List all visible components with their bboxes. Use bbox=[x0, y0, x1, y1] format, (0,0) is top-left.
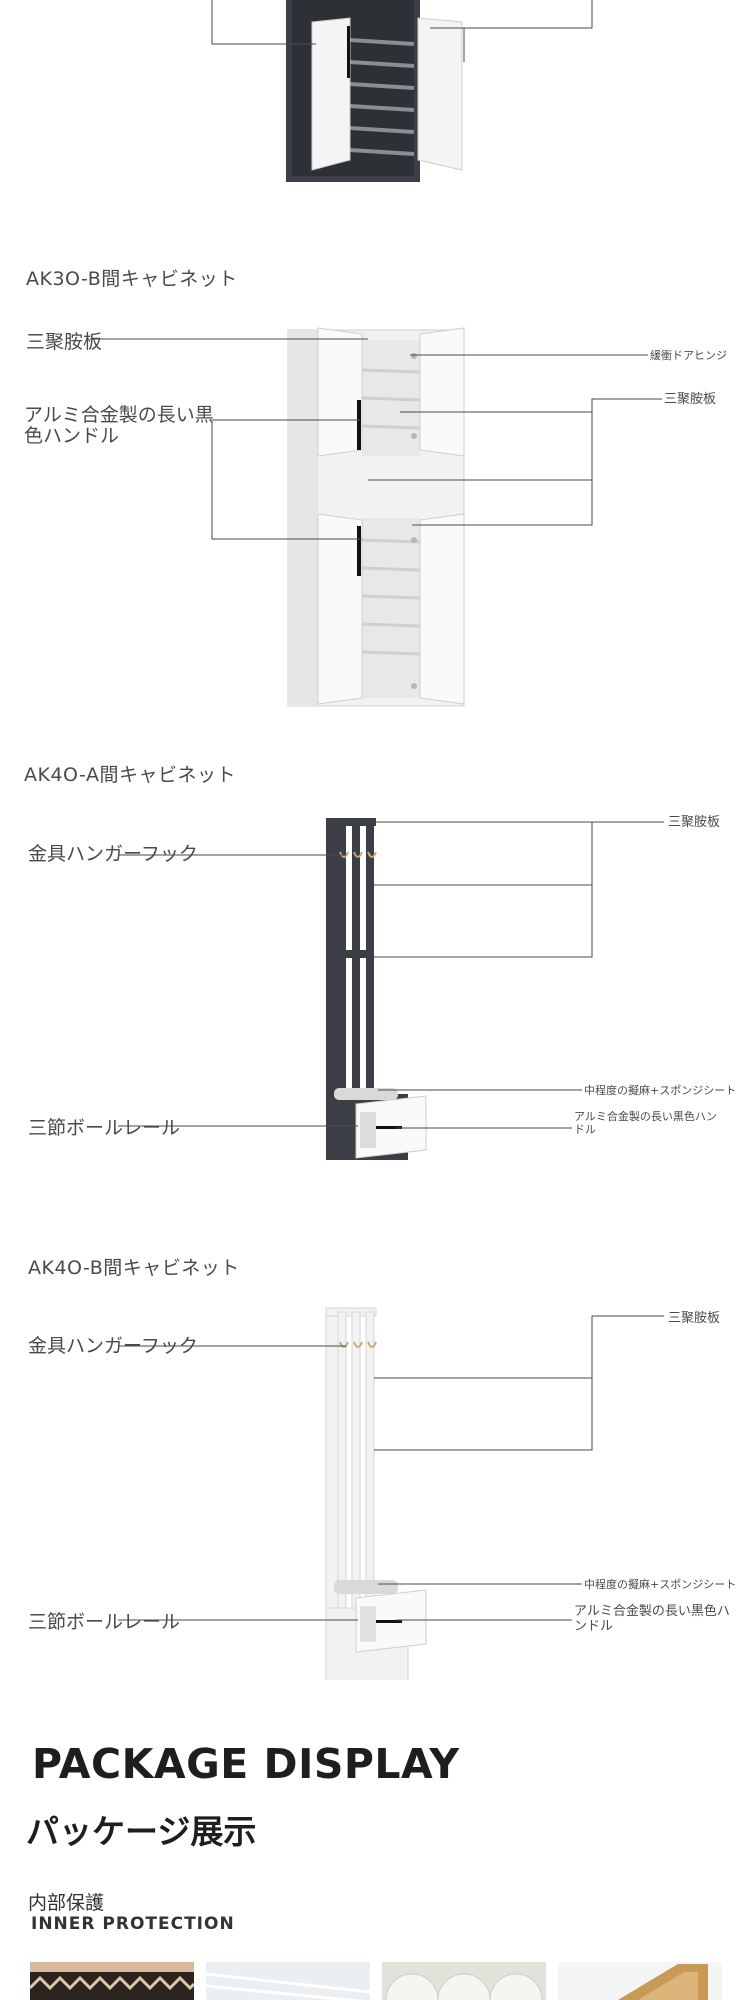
label-rail-ak40b: 三節ボールレール bbox=[28, 1611, 181, 1633]
label-hook-ak40a: 金具ハンガーフック bbox=[28, 843, 198, 865]
label-rail-ak40a: 三節ボールレール bbox=[28, 1117, 181, 1139]
label-cushion-ak40b: 中程度の擬麻+スポンジシート bbox=[584, 1578, 737, 1591]
label-cushion-ak40a: 中程度の擬麻+スポンジシート bbox=[584, 1084, 737, 1097]
label-handle-ak30b: アルミ合金製の長い黒色ハンドル bbox=[24, 404, 214, 447]
inner-protection-jp: 内部保護 bbox=[28, 1892, 105, 1914]
label-board-ak40a: 三聚胺板 bbox=[668, 815, 721, 830]
label-hook-ak40b: 金具ハンガーフック bbox=[28, 1335, 198, 1357]
packaging-photo-foam bbox=[206, 1962, 370, 2000]
ak40b-cabinet-illustration bbox=[118, 1307, 664, 1680]
ak40a-cabinet-illustration bbox=[118, 818, 664, 1160]
section-title-ak40a: AK4O-A間キャビネット bbox=[24, 764, 236, 786]
ak30b-cabinet-illustration bbox=[90, 327, 662, 707]
label-hinge-ak30b: 緩衝ドアヒンジ bbox=[650, 349, 727, 362]
packaging-photo-corner bbox=[558, 1962, 722, 2000]
packaging-photo-cardboard bbox=[30, 1962, 194, 2000]
package-display-title: PACKAGE DISPLAY bbox=[32, 1740, 460, 1788]
label-board-right-ak30b: 三聚胺板 bbox=[664, 392, 717, 407]
packaging-photo-rolls bbox=[382, 1962, 546, 2000]
label-handle-ak40a: アルミ合金製の長い黒色ハンドル bbox=[574, 1110, 717, 1136]
label-board-ak40b: 三聚胺板 bbox=[668, 1311, 721, 1326]
package-display-subtitle: パッケージ展示 bbox=[26, 1812, 257, 1851]
label-handle-ak40b: アルミ合金製の長い黒色ハンドル bbox=[574, 1604, 730, 1634]
section-title-ak30b: AK3O-B間キャビネット bbox=[26, 268, 238, 290]
label-board-left-ak30b: 三聚胺板 bbox=[26, 331, 103, 353]
top-cabinet-illustration bbox=[211, 0, 593, 182]
inner-protection-en: INNER PROTECTION bbox=[31, 1914, 235, 1934]
section-title-ak40b: AK4O-B間キャビネット bbox=[28, 1257, 240, 1279]
